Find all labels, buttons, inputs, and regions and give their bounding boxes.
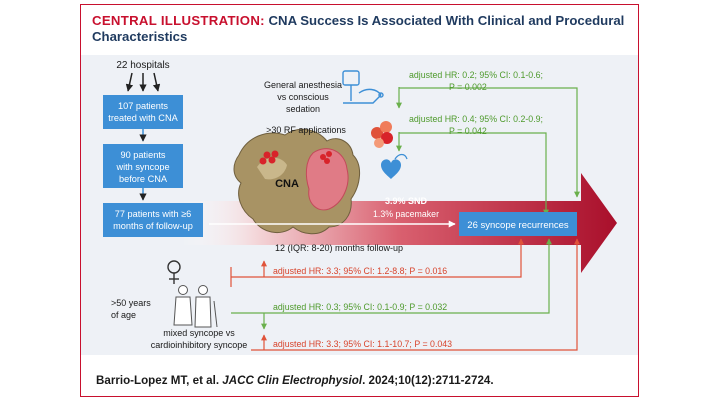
citation-authors: Barrio-Lopez MT, et al. (96, 374, 223, 387)
green-connectors (396, 87, 580, 216)
anesthesia-label-line3: sedation (286, 104, 320, 114)
flow-box-syncope-line3: before CNA (119, 174, 168, 184)
anesthesia-label-line1: General anesthesia (264, 80, 342, 90)
snd-rate: 3.9% SND (385, 196, 428, 206)
age-label-line1: >50 years (111, 298, 151, 308)
heart-icon (381, 153, 408, 179)
flow-box-followup (103, 203, 203, 237)
followup-duration: 12 (IQR: 8-20) months follow-up (275, 243, 403, 253)
anesthesia-machine-icon (342, 70, 384, 104)
outcome-box (459, 212, 577, 236)
elderly-couple-icon (173, 285, 218, 328)
patient-flow: 107 patients treated with CNA 90 patient… (103, 95, 203, 237)
flow-box-syncope-line1: 90 patients (121, 150, 166, 160)
hr-rf-line1: adjusted HR: 0.4; 95% CI: 0.2-0.9; (409, 114, 543, 124)
diagram-canvas: 22 hospitals 107 patients treated with C… (103, 60, 617, 351)
female-symbol-icon (167, 260, 181, 284)
citation-details: . 2024;10(12):2711-2724. (362, 374, 494, 387)
heart-anatomy-image (233, 128, 360, 235)
pacemaker-rate: 1.3% pacemaker (373, 209, 439, 219)
hospitals-label: 22 hospitals (116, 60, 169, 71)
syncope-type-line1: mixed syncope vs (163, 328, 235, 338)
heart-label: CNA (275, 178, 299, 190)
flow-box-syncope (103, 144, 183, 188)
anesthesia-label-line2: vs conscious (277, 92, 329, 102)
citation: Barrio-Lopez MT, et al. JACC Clin Electr… (96, 374, 494, 387)
outcome-label: 26 syncope recurrences (467, 220, 569, 231)
hr-mixed-syncope: adjusted HR: 3.3; 95% CI: 1.1-10.7; P = … (273, 339, 452, 349)
rf-label: >30 RF applications (266, 125, 346, 135)
title-rest: CNA Success Is Associated With Clinical … (92, 13, 625, 44)
timeline-arrow (181, 173, 617, 273)
hr-female: adjusted HR: 3.3; 95% CI: 1.2-8.8; P = 0… (273, 266, 447, 276)
flow-box-treated-line1: 107 patients (118, 101, 168, 111)
hr-anesthesia-line2: P = 0.002 (449, 82, 487, 92)
red-connectors (230, 238, 580, 351)
citation-journal: JACC Clin Electrophysiol (222, 374, 363, 387)
title-lead: CENTRAL ILLUSTRATION: (92, 13, 265, 28)
flow-box-followup-line1: 77 patients with ≥6 (115, 209, 192, 219)
flow-box-treated (103, 95, 183, 129)
flow-box-followup-line2: months of follow-up (113, 221, 193, 231)
hr-age: adjusted HR: 0.3; 95% CI: 0.1-0.9; P = 0… (273, 302, 447, 312)
hospital-arrows (125, 72, 161, 92)
hr-rf-line2: P = 0.042 (449, 126, 487, 136)
syncope-type-line2: cardioinhibitory syncope (151, 340, 248, 350)
central-illustration: CENTRAL ILLUSTRATION: CNA Success Is Ass… (80, 4, 639, 397)
rf-cluster-icon (371, 121, 393, 148)
green-lower-connector (231, 238, 552, 330)
age-label-line2: of age (111, 310, 136, 320)
flow-box-syncope-line2: with syncope (115, 162, 169, 172)
illustration-title: CENTRAL ILLUSTRATION: CNA Success Is Ass… (92, 13, 632, 45)
hr-anesthesia-line1: adjusted HR: 0.2; 95% CI: 0.1-0.6; (409, 70, 543, 80)
flow-box-treated-line2: treated with CNA (108, 113, 178, 123)
